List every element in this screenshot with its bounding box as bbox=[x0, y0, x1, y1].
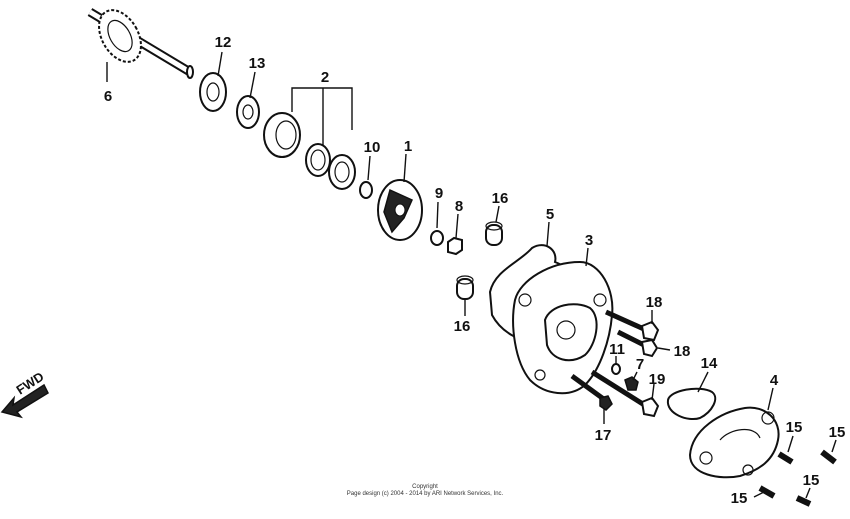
part-18-bolt-lower bbox=[616, 329, 659, 358]
part-4-cover bbox=[688, 406, 780, 479]
part-16-dowel-lower bbox=[456, 275, 474, 300]
callout-15-a: 15 bbox=[786, 419, 803, 436]
part-15-screw-a bbox=[777, 451, 794, 465]
part-1-impeller bbox=[377, 179, 423, 241]
callout-18-lower: 18 bbox=[674, 343, 691, 360]
callout-19: 19 bbox=[649, 371, 666, 388]
callout-13: 13 bbox=[249, 55, 266, 72]
callout-16-lower: 16 bbox=[454, 318, 471, 335]
callout-14: 14 bbox=[701, 355, 718, 372]
callout-8: 8 bbox=[455, 198, 463, 215]
part-18-bolt-upper bbox=[604, 309, 660, 342]
part-3-pump-body bbox=[512, 260, 614, 395]
part-10-washer bbox=[359, 181, 373, 199]
callout-9: 9 bbox=[435, 185, 443, 202]
callout-6: 6 bbox=[104, 88, 112, 105]
callout-3: 3 bbox=[585, 232, 593, 249]
callout-1: 1 bbox=[404, 138, 412, 155]
part-8-nut bbox=[447, 236, 463, 256]
copyright-line-2: Page design (c) 2004 - 2014 by ARI Netwo… bbox=[346, 491, 504, 497]
callout-2: 2 bbox=[321, 69, 329, 86]
part-15-screw-c bbox=[758, 485, 776, 499]
callout-7: 7 bbox=[636, 356, 644, 373]
part-15-screw-b bbox=[820, 449, 837, 465]
callout-4: 4 bbox=[770, 372, 779, 389]
part-14-o-ring bbox=[666, 387, 717, 420]
callout-5: 5 bbox=[546, 206, 554, 223]
part-2-seal-set bbox=[263, 112, 356, 190]
part-16-dowel-upper bbox=[485, 221, 503, 246]
part-15-screw-d bbox=[795, 495, 812, 507]
callout-18-upper: 18 bbox=[646, 294, 663, 311]
part-7-bolt bbox=[624, 376, 639, 391]
leader-lines bbox=[106, 51, 837, 499]
callout-15-d: 15 bbox=[803, 472, 820, 489]
callout-15-b: 15 bbox=[829, 424, 846, 441]
part-17-bolt bbox=[570, 373, 613, 411]
callout-17: 17 bbox=[595, 427, 612, 444]
callout-labels: 6 12 13 2 10 1 9 8 16 5 3 16 18 18 11 7 … bbox=[104, 34, 846, 507]
fwd-indicator: FWD bbox=[0, 369, 49, 419]
callout-15-c: 15 bbox=[731, 490, 748, 507]
part-9-washer bbox=[430, 230, 444, 246]
part-13-bearing bbox=[236, 95, 260, 129]
part-12-bearing bbox=[199, 72, 227, 112]
callout-10: 10 bbox=[364, 139, 381, 156]
fwd-arrow-icon bbox=[0, 383, 49, 419]
callout-12: 12 bbox=[215, 34, 232, 51]
part-19-bolt bbox=[590, 369, 660, 418]
part-11-washer bbox=[611, 363, 621, 375]
callout-16-upper: 16 bbox=[492, 190, 509, 207]
copyright-notice: Copyright Page design (c) 2004 - 2014 by… bbox=[0, 484, 850, 498]
copyright-line-1: Copyright bbox=[412, 484, 438, 490]
part-6-shaft-sprocket bbox=[87, 8, 194, 79]
callout-11: 11 bbox=[609, 341, 625, 358]
